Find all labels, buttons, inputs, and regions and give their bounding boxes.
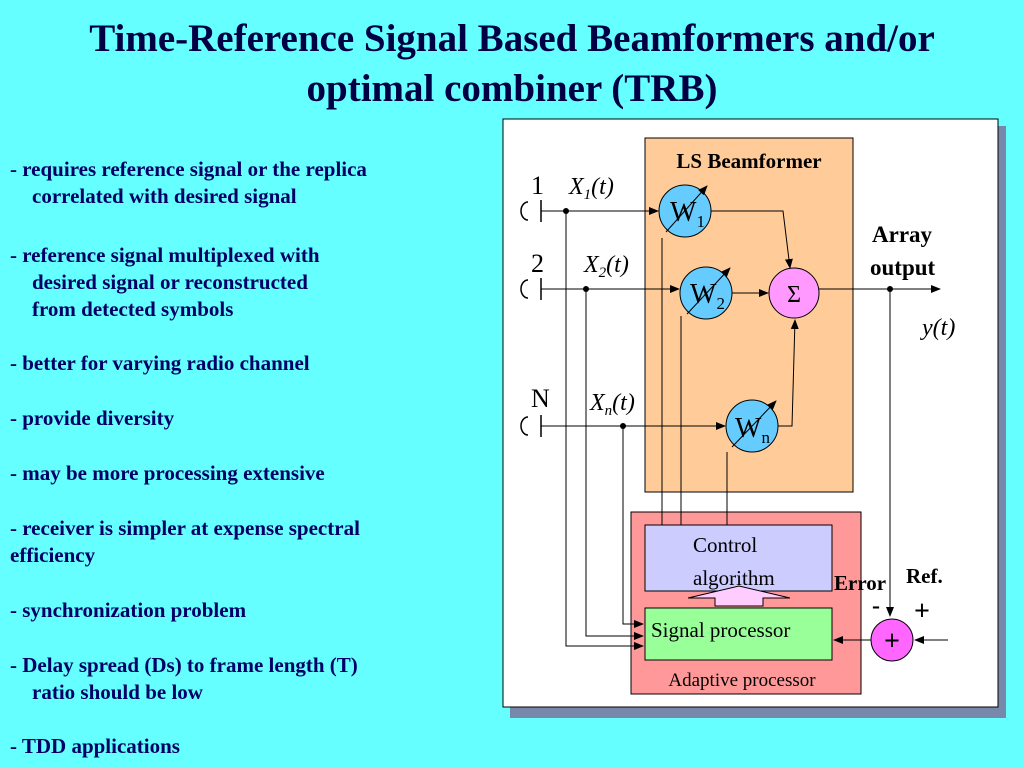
bullet-line: desired signal or reconstructed — [32, 270, 308, 294]
signal-label-x2: X2(t) — [583, 252, 629, 281]
bullet-line: from detected symbols — [32, 297, 234, 321]
wn-label: Wn — [735, 413, 770, 447]
sum-node — [768, 267, 820, 319]
bullet-line: - requires reference signal or the repli… — [10, 157, 367, 181]
antenna-label-2: 2 — [531, 249, 544, 278]
bullet-line: - TDD applications — [10, 734, 180, 758]
antenna-label-1: 1 — [531, 171, 544, 200]
title-line-1: Time-Reference Signal Based Beamformers … — [89, 17, 935, 60]
bullet-line: - receiver is simpler at expense spectra… — [10, 516, 360, 540]
wn-to-sum — [778, 319, 799, 427]
antenna-label-n: N — [531, 384, 550, 413]
bullet-receiver-simpler: - receiver is simpler at expense spectra… — [10, 515, 360, 569]
x2-tap-line — [585, 289, 644, 640]
x1-tap-line — [565, 211, 644, 650]
ref-label: Ref. — [906, 564, 943, 588]
slide-title: Time-Reference Signal Based Beamformers … — [0, 14, 1024, 114]
bullet-line: - provide diversity — [10, 406, 175, 430]
error-label: Error — [834, 571, 886, 595]
signal-processor-box — [644, 607, 833, 661]
bullet-line: - may be more processing extensive — [10, 461, 325, 485]
w1-adjust-arrow — [665, 185, 708, 233]
bullet-multiplexed: - reference signal multiplexed with desi… — [10, 242, 320, 323]
bullet-line: efficiency — [10, 543, 96, 567]
wn-adjust-arrow — [731, 400, 777, 448]
bullet-line: - reference signal multiplexed with — [10, 243, 320, 267]
bullet-tdd: - TDD applications — [10, 733, 180, 760]
w2-label: W2 — [690, 279, 725, 313]
sum-symbol: Σ — [787, 282, 801, 308]
title-line-2: optimal combiner (TRB) — [306, 67, 718, 110]
signal-processor-label: Signal processor — [651, 618, 790, 642]
bullet-delay-spread: - Delay spread (Ds) to frame length (T) … — [10, 652, 358, 706]
bullet-processing: - may be more processing extensive — [10, 460, 325, 487]
bullet-reference-signal: - requires reference signal or the repli… — [10, 156, 367, 210]
output-label: y(t) — [920, 315, 955, 341]
control-algorithm-line-2: algorithm — [693, 566, 775, 590]
xn-tap-line — [622, 426, 644, 628]
adaptive-processor-label: Adaptive processor — [668, 670, 816, 691]
adder-symbol: + — [884, 626, 900, 657]
signal-label-xn: Xn(t) — [589, 390, 635, 419]
control-algorithm-line-1: Control — [693, 533, 757, 557]
array-output-line-1: Array — [872, 222, 933, 247]
bullet-synchronization: - synchronization problem — [10, 597, 246, 624]
w2-adjust-arrow — [686, 267, 731, 315]
bullet-line: ratio should be low — [32, 680, 203, 704]
bullet-line: - better for varying radio channel — [10, 351, 310, 375]
bullet-varying-channel: - better for varying radio channel — [10, 350, 310, 377]
fat-arrow-up — [687, 585, 791, 607]
array-output-line-2: output — [870, 255, 936, 280]
bullet-diversity: - provide diversity — [10, 405, 174, 432]
bullet-line: correlated with desired signal — [32, 184, 297, 208]
w1-to-sum — [711, 210, 793, 269]
bullet-line: - Delay spread (Ds) to frame length (T) — [10, 653, 358, 677]
w1-label: W1 — [670, 197, 705, 231]
signal-label-x1: X1(t) — [568, 174, 614, 203]
ls-beamformer-label: LS Beamformer — [676, 149, 821, 173]
bullet-line: - synchronization problem — [10, 598, 247, 622]
plus-sign: + — [914, 596, 930, 627]
minus-sign: - — [872, 593, 880, 619]
